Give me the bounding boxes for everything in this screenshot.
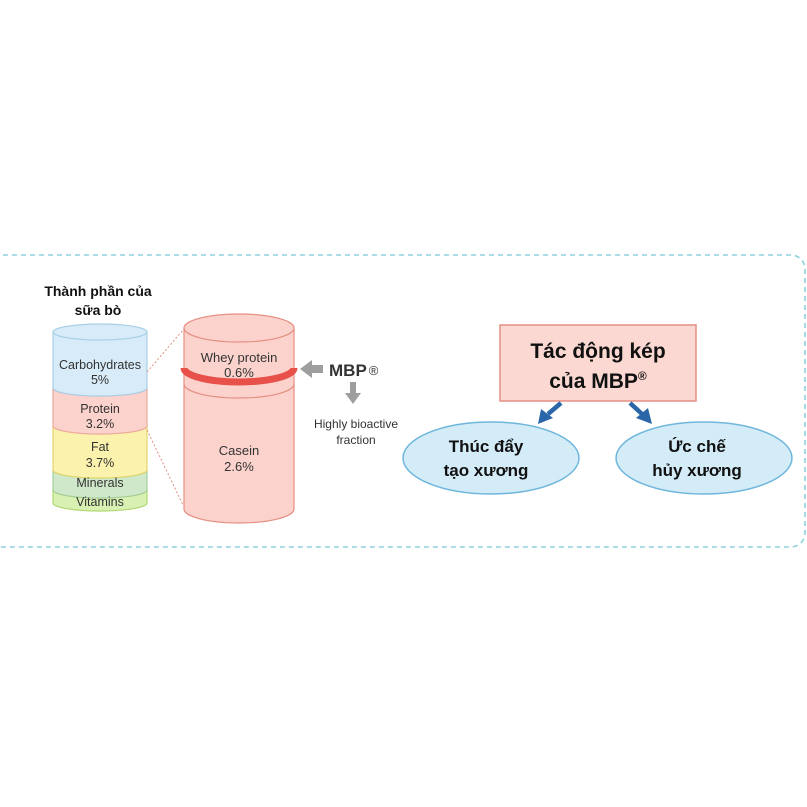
inhibit-line2: hủy xương [652,461,742,480]
promote-bone-ellipse [402,421,580,495]
whey-band [180,367,298,386]
connector-top [146,329,184,373]
milk-title-line2: sữa bò [75,302,122,318]
mbp-label: MBP® [329,361,379,380]
milk-layer-name: Carbohydrates [59,358,141,372]
whey-value: 0.6% [224,365,254,380]
casein-label: Casein [219,443,259,458]
effect-arrows [538,401,652,424]
milk-layer-name: Fat [91,440,110,454]
whey-label: Whey protein [201,350,278,365]
milk-layer-value: 3.2% [86,417,115,431]
milk-layer-top-carbohydrates [52,323,148,341]
arrow-down-right-icon [628,401,644,416]
milk-title-line1: Thành phần của [44,283,152,299]
promote-line2: tạo xương [444,461,529,480]
inhibit-bone-ellipse [615,421,793,495]
arrow-down-left-icon [546,401,563,416]
dual-effect-box [499,324,697,402]
effect-title-line1: Tác động kép [530,340,665,363]
mbp-caption-line1: Highly bioactive [314,417,398,431]
milk-layer-protein [52,387,148,435]
milk-layer-carbohydrates [52,331,148,397]
inhibit-line1: Ức chế [668,437,726,456]
milk-layer-name: Protein [80,402,120,416]
arrow-down-left-head [538,409,553,424]
effect-title-line2: của MBP® [549,369,647,393]
mbp-caption-line2: fraction [336,433,375,447]
arrow-left-icon [300,360,323,378]
milk-layer-fat [52,425,148,479]
protein-cylinder [180,313,298,524]
milk-layer-value: 5% [91,373,109,387]
dashed-frame [0,254,806,548]
promote-line1: Thúc đẩy [449,437,524,456]
protein-cylinder-top [183,313,295,343]
arrow-down-right-head [636,408,652,424]
milk-layer-name: Minerals [76,476,123,490]
milk-layer-name: Vitamins [76,495,124,509]
milk-layer-value: 3.7% [86,456,115,470]
arrow-down-icon [345,382,361,404]
casein-value: 2.6% [224,459,254,474]
connector-bottom [146,429,184,506]
whey-casein-divider [183,383,295,399]
